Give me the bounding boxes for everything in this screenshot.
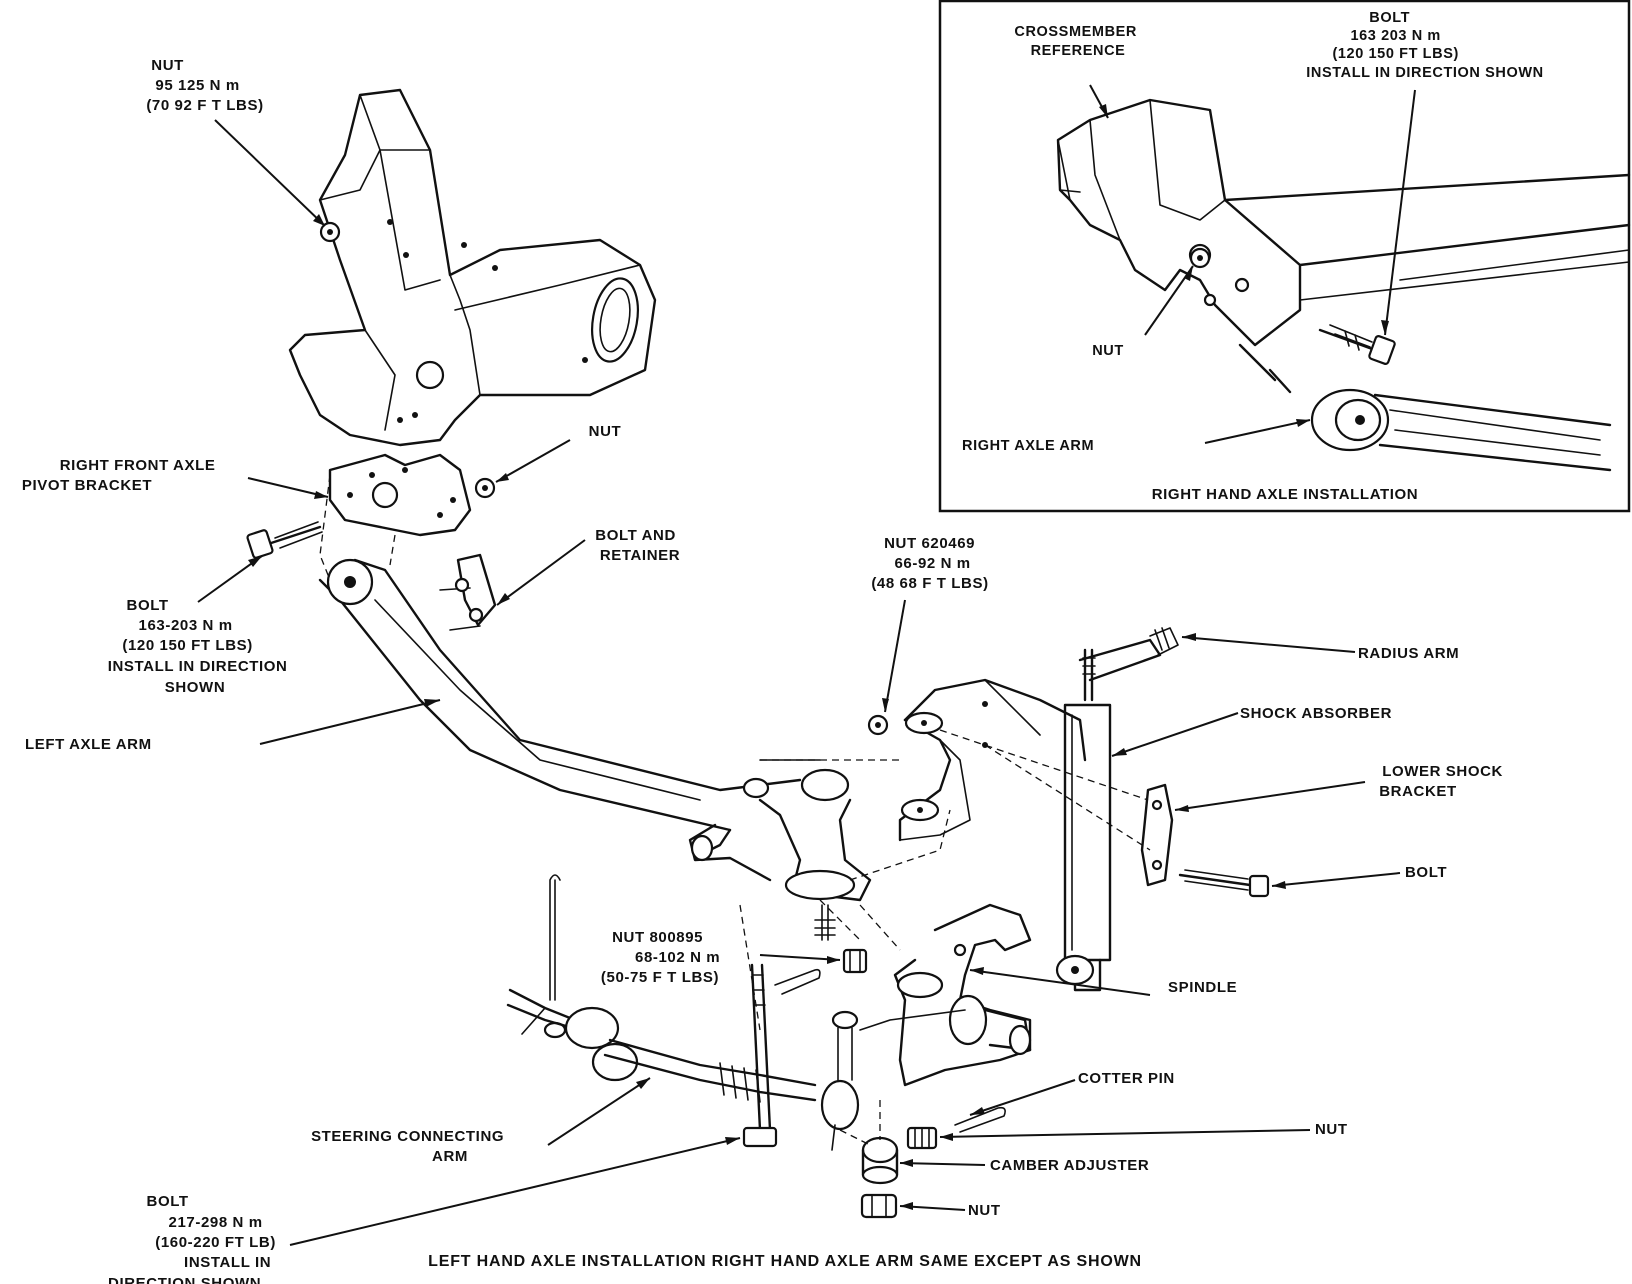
- nut-620469-label: NUT 620469 66-92 N m (48 68 F T LBS): [871, 535, 988, 592]
- frame-crossmember-drawing: [288, 88, 657, 447]
- axle-end-part: [688, 768, 872, 941]
- bracket-nut-label: NUT: [589, 423, 622, 440]
- inset-nut-part: [1189, 247, 1211, 269]
- nut-800895-label: NUT 800895 68-102 N m (50-75 F T LBS): [601, 929, 725, 986]
- shock-bolt-label: BOLT: [1405, 864, 1447, 881]
- camber-adjuster-label: CAMBER ADJUSTER: [990, 1157, 1149, 1174]
- left-axle-arm-part: [318, 558, 821, 852]
- lower-cotter-pin-part: [954, 1106, 1006, 1133]
- inset-crossmember-label: CROSSMEMBER REFERENCE: [1014, 24, 1141, 59]
- inset-caption: RIGHT HAND AXLE INSTALLATION: [1152, 486, 1419, 503]
- inset-panel: CROSSMEMBER REFERENCE BOLT 163 203 N m (…: [938, 0, 1631, 513]
- steering-connecting-arm-part: [506, 988, 860, 1151]
- nut-620469-part: [867, 714, 889, 736]
- bottom-nut-part: [860, 1193, 898, 1219]
- bracket-nut-part: [474, 477, 496, 499]
- camber-adjuster-part: [861, 1136, 899, 1185]
- pivot-bolt-label: BOLT 163-203 N m (120 150 FT LBS) INSTAL…: [108, 597, 293, 696]
- lower-shock-bracket-label: LOWER SHOCK BRACKET: [1379, 763, 1508, 800]
- radius-arm-part: [1078, 627, 1179, 682]
- spindle-label: SPINDLE: [1168, 979, 1237, 996]
- main-caption: LEFT HAND AXLE INSTALLATION RIGHT HAND A…: [428, 1253, 1142, 1270]
- bolt-retainer-part: [439, 553, 497, 631]
- spindle-nut-label: NUT: [1315, 1121, 1348, 1138]
- inset-bolt-part: [1318, 324, 1396, 365]
- inset-leader-axle-arm: [1204, 419, 1311, 444]
- inset-axle-arm-part: [1238, 343, 1612, 472]
- steering-bolt-label: BOLT 217-298 N m (160-220 FT LB) INSTALL…: [108, 1193, 281, 1284]
- inset-right-axle-arm-label: RIGHT AXLE ARM: [962, 438, 1094, 454]
- shock-absorber-label: SHOCK ABSORBER: [1240, 705, 1392, 722]
- bottom-nut-label: NUT: [968, 1202, 1001, 1219]
- radius-arm-label: RADIUS ARM: [1358, 645, 1459, 662]
- pivot-bracket-part: [328, 453, 472, 537]
- shock-absorber-part: [1055, 648, 1112, 992]
- inset-bolt-label: BOLT 163 203 N m (120 150 FT LBS) INSTAL…: [1306, 10, 1543, 81]
- left-axle-arm-label: LEFT AXLE ARM: [25, 736, 152, 753]
- shock-bolt-part: [1178, 869, 1270, 898]
- steering-bolt-part: [742, 963, 778, 1148]
- spindle-nut-part: [906, 1126, 938, 1150]
- leader-lines: [197, 119, 1401, 1246]
- inset-nut-label: NUT: [1092, 343, 1124, 359]
- inset-leader-bolt: [1384, 89, 1416, 336]
- pivot-bolt-part: [246, 521, 323, 559]
- radius-arm-bracket-part: [898, 678, 1087, 842]
- frame-nut-part: [319, 221, 341, 243]
- steering-connecting-arm-label: STEERING CONNECTING ARM: [311, 1128, 509, 1165]
- nut-800895-part: [774, 948, 868, 995]
- pivot-bracket-label: RIGHT FRONT AXLE PIVOT BRACKET: [22, 457, 220, 494]
- assembly-dash-lines: [319, 474, 1151, 1146]
- cotter-pin-label: COTTER PIN: [1078, 1070, 1175, 1087]
- lower-shock-bracket-part: [1140, 783, 1174, 887]
- bolt-retainer-label: BOLT AND RETAINER: [595, 527, 680, 564]
- frame-nut-label: NUT 95 125 N m (70 92 F T LBS): [146, 57, 263, 114]
- spindle-part: [831, 903, 1032, 1087]
